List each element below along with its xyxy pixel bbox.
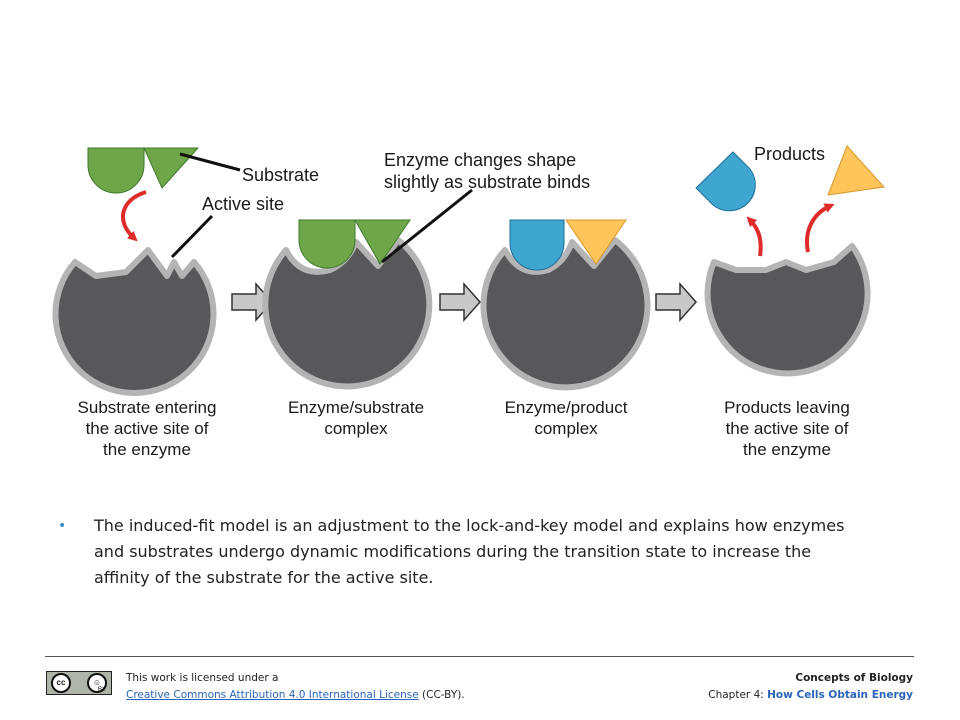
substrate-shape-1 [87, 147, 200, 194]
enzyme-body-3 [480, 237, 651, 391]
license-line-2: Creative Commons Attribution 4.0 Interna… [126, 687, 465, 704]
caption-1-line-1: Substrate entering [78, 398, 217, 417]
license-notice: This work is licensed under a Creative C… [126, 670, 465, 704]
product-yellow-bound [565, 219, 627, 265]
caption-3-line-2: complex [534, 419, 598, 438]
enzyme-body-1 [52, 247, 217, 396]
active-site-label: Active site [202, 194, 284, 214]
attribution-person-icon: ☺ [87, 673, 107, 693]
active-site-pointer [170, 214, 214, 259]
caption-1-line-2: the active site of [86, 419, 209, 438]
caption-2-line-1: Enzyme/substrate [288, 398, 424, 417]
step-arrow-2 [439, 282, 482, 322]
enzyme-body-4 [704, 243, 871, 377]
cc-by-license-badge[interactable]: cc ☺ BY [46, 671, 112, 695]
caption-3-line-1: Enzyme/product [505, 398, 628, 417]
leaving-arrow-left [746, 216, 763, 257]
substrate-shape-2 [298, 219, 411, 269]
caption-1-line-3: the enzyme [103, 440, 191, 459]
caption-4-line-3: the enzyme [743, 440, 831, 459]
caption-2-line-2: complex [324, 419, 388, 438]
substrate-label: Substrate [242, 165, 319, 185]
license-link[interactable]: Creative Commons Attribution 4.0 Interna… [126, 689, 419, 701]
shape-change-pointer [381, 188, 473, 264]
leaving-arrow-right [805, 203, 835, 253]
bullet-point: • The induced-fit model is an adjustment… [58, 513, 858, 591]
cc-by-text: BY [97, 687, 106, 693]
products-label: Products [754, 144, 825, 164]
enzyme-body-2 [262, 237, 433, 390]
chapter-line: Chapter 4: How Cells Obtain Energy [708, 687, 913, 704]
product-blue-bound [509, 219, 565, 271]
license-line-1: This work is licensed under a [126, 672, 279, 684]
chapter-title: How Cells Obtain Energy [767, 689, 913, 701]
stage-4: Products [695, 144, 886, 377]
bullet-marker: • [58, 518, 67, 534]
chapter-prefix: Chapter 4: [708, 689, 768, 701]
license-suffix: (CC-BY). [418, 689, 465, 701]
cc-icon: cc [51, 673, 71, 693]
book-credit: Concepts of Biology Chapter 4: How Cells… [708, 670, 913, 704]
stage-1: Substrate Active site [52, 147, 319, 396]
induced-fit-diagram: Substrate Active site Enzyme changes sha… [52, 144, 886, 459]
entering-arrow [121, 190, 147, 242]
stage-2: Enzyme changes shape slightly as substra… [262, 150, 590, 390]
substrate-pointer [179, 152, 241, 172]
stage-3 [480, 219, 651, 391]
caption-4-line-2: the active site of [726, 419, 849, 438]
step-arrow-3 [655, 282, 698, 322]
enzyme-changes-label-line-1: Enzyme changes shape [384, 150, 576, 170]
caption-4-line-1: Products leaving [724, 398, 850, 417]
enzyme-changes-label-line-2: slightly as substrate binds [384, 172, 590, 192]
book-title: Concepts of Biology [795, 672, 913, 684]
footer-divider [45, 656, 914, 657]
product-blue-released [695, 151, 756, 212]
bullet-text: The induced-fit model is an adjustment t… [94, 516, 845, 587]
product-yellow-released [827, 145, 886, 196]
stage-captions: Substrate entering the active site of th… [78, 398, 850, 459]
